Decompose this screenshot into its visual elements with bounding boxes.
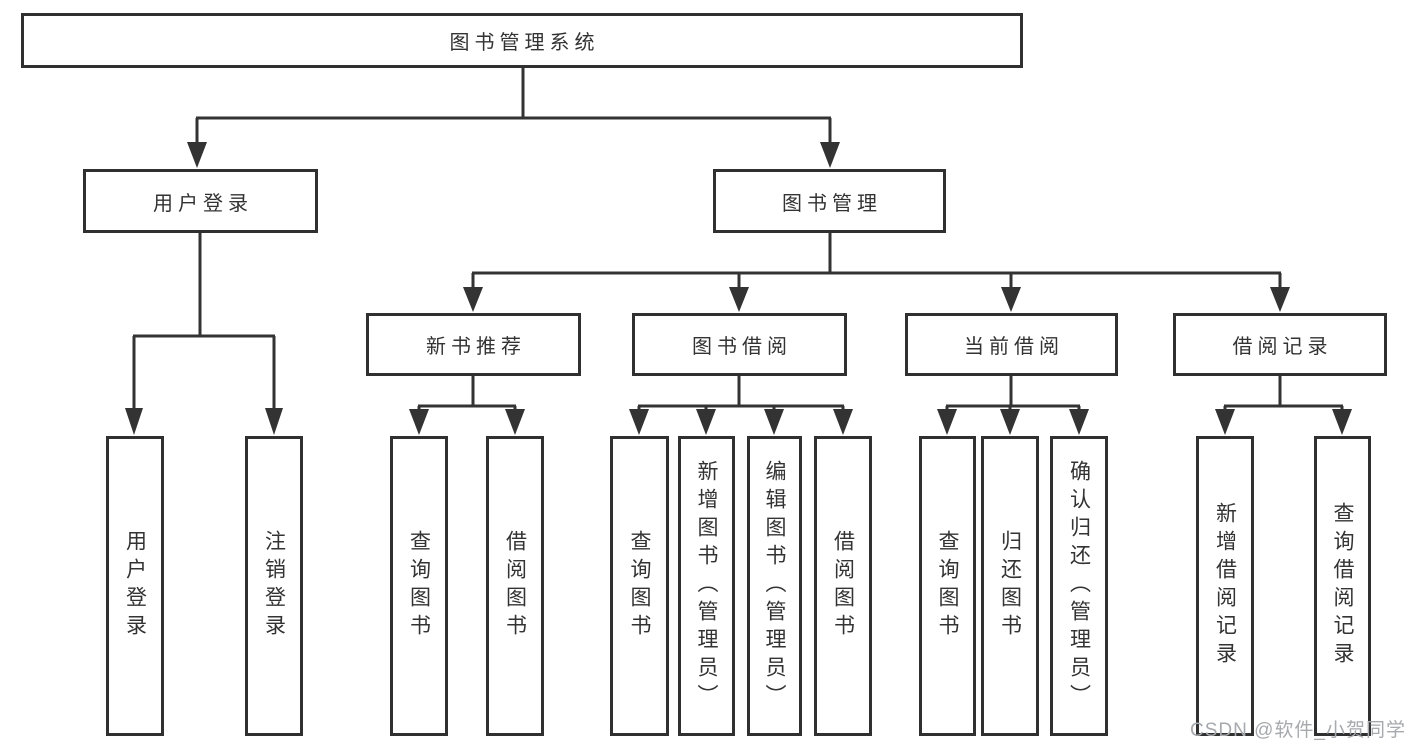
leaf-nbr-query-books: 查询图书 [390, 436, 448, 736]
leaf-bb-query-books: 查询图书 [610, 436, 669, 736]
leaf-bb-add-books-admin: 新增图书（管理员） [678, 436, 735, 736]
leaf-logout: 注销登录 [245, 436, 303, 736]
node-user-login: 用户登录 [83, 169, 318, 233]
leaf-user-login: 用户登录 [106, 436, 164, 736]
connector-borrow-record-children [1215, 376, 1352, 435]
csdn-watermark: CSDN @软件_小贺同学 [1190, 720, 1405, 741]
leaf-cb-query-books: 查询图书 [919, 436, 976, 736]
leaf-br-add-record: 新增借阅记录 [1196, 436, 1254, 736]
node-current-borrowing: 当前借阅 [905, 313, 1118, 376]
connector-root-to-level1 [187, 68, 840, 168]
connector-book-borrow-children [629, 376, 853, 435]
leaf-cb-return-books: 归还图书 [981, 436, 1039, 736]
leaf-nbr-borrow-books: 借阅图书 [486, 436, 544, 736]
connector-new-book-rec-children [409, 376, 525, 435]
node-book-management: 图书管理 [713, 169, 946, 233]
connector-book-mgmt-children [463, 233, 1290, 312]
leaf-cb-confirm-return-admin: 确认归还（管理员） [1050, 436, 1108, 736]
node-borrowing-records: 借阅记录 [1173, 313, 1387, 376]
connector-current-borrow-children [937, 376, 1089, 435]
leaf-bb-edit-books-admin: 编辑图书（管理员） [747, 436, 802, 736]
node-new-book-recommendation: 新书推荐 [366, 313, 581, 376]
node-root: 图书管理系统 [21, 13, 1023, 68]
leaf-br-query-record: 查询借阅记录 [1314, 436, 1371, 736]
connector-user-login-children [125, 233, 283, 435]
leaf-bb-borrow-books: 借阅图书 [814, 436, 872, 736]
node-book-borrowing: 图书借阅 [632, 313, 847, 376]
